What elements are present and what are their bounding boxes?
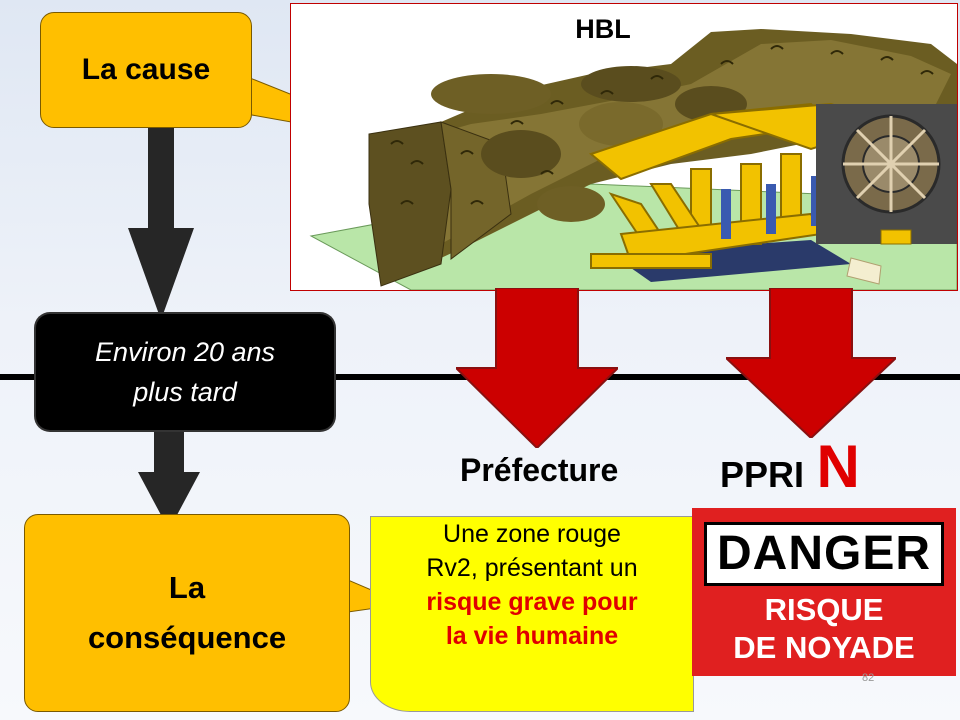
danger-sign: DANGER RISQUE DE NOYADE: [692, 508, 956, 676]
ppri-label: PPRI: [720, 454, 805, 495]
arrow-down-ppri: [726, 288, 896, 438]
danger-line2: RISQUE: [764, 592, 884, 627]
danger-sign-header: DANGER: [704, 522, 944, 586]
mining-illustration: HBL: [290, 3, 958, 291]
zone-description-box: Une zone rouge Rv2, présentant un risque…: [370, 516, 694, 712]
danger-title: DANGER: [716, 527, 931, 580]
longwall-shearer-illustration: [309, 29, 957, 290]
arrow-down-consequence: [138, 422, 200, 530]
consequence-line2: conséquence: [87, 620, 287, 655]
delay-line1: Environ 20 ans: [94, 337, 276, 367]
consequence-line1: La: [168, 570, 206, 605]
consequence-callout: La conséquence: [24, 514, 406, 712]
image-title: HBL: [575, 14, 631, 44]
ppri-suffix: N: [816, 433, 860, 500]
ppri-label-group: PPRI N: [720, 432, 860, 501]
zone-line1: Une zone rouge: [443, 520, 621, 548]
zone-line3: risque grave pour: [426, 588, 638, 616]
danger-line3: DE NOYADE: [733, 630, 915, 665]
cause-label: La cause: [81, 53, 211, 86]
prefecture-label: Préfecture: [460, 452, 619, 488]
arrow-down-prefecture: [456, 288, 618, 448]
zone-line2: Rv2, présentant un: [426, 554, 638, 582]
zone-line4: la vie humaine: [445, 622, 619, 650]
delay-line2: plus tard: [133, 377, 237, 407]
delay-box: Environ 20 ans plus tard: [36, 314, 334, 430]
arrow-down-cause: [128, 128, 194, 320]
slide-number: 82: [862, 672, 875, 684]
cause-callout: La cause: [40, 12, 416, 145]
